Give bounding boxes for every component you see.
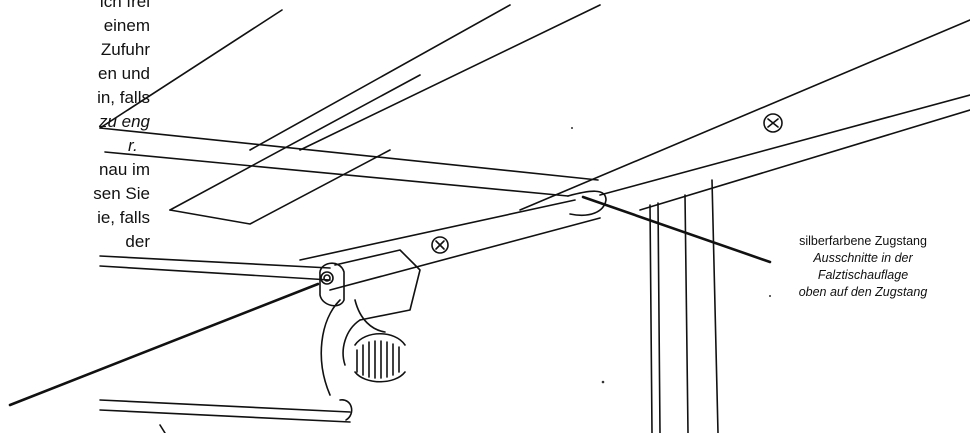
- text-line: der: [125, 232, 150, 251]
- callout-line-fold-table: Falztischauflage: [817, 268, 909, 282]
- text-line-italic: zu eng: [98, 112, 150, 131]
- text-line: nau im: [98, 160, 150, 179]
- text-line: Zufuhr: [100, 40, 150, 59]
- callout-line-cutouts: Ausschnitte in der: [813, 251, 913, 265]
- text-line-italic: r.: [128, 136, 138, 155]
- body-text-column: ich frei einem Zufuhr en und in, falls z…: [0, 0, 150, 254]
- text-line: en und: [98, 64, 150, 83]
- text-line: sen Sie: [93, 184, 150, 203]
- callout-line-on-rod: oben auf den Zugstang: [798, 285, 928, 299]
- text-line: ich frei: [99, 0, 150, 11]
- text-line: einem: [103, 16, 150, 35]
- text-line: in, falls: [97, 88, 150, 107]
- callout-line-silver-rod: silberfarbene Zugstang: [799, 234, 927, 248]
- callout-label: silberfarbene Zugstang Ausschnitte in de…: [748, 233, 970, 301]
- text-line: ie, falls: [97, 208, 150, 227]
